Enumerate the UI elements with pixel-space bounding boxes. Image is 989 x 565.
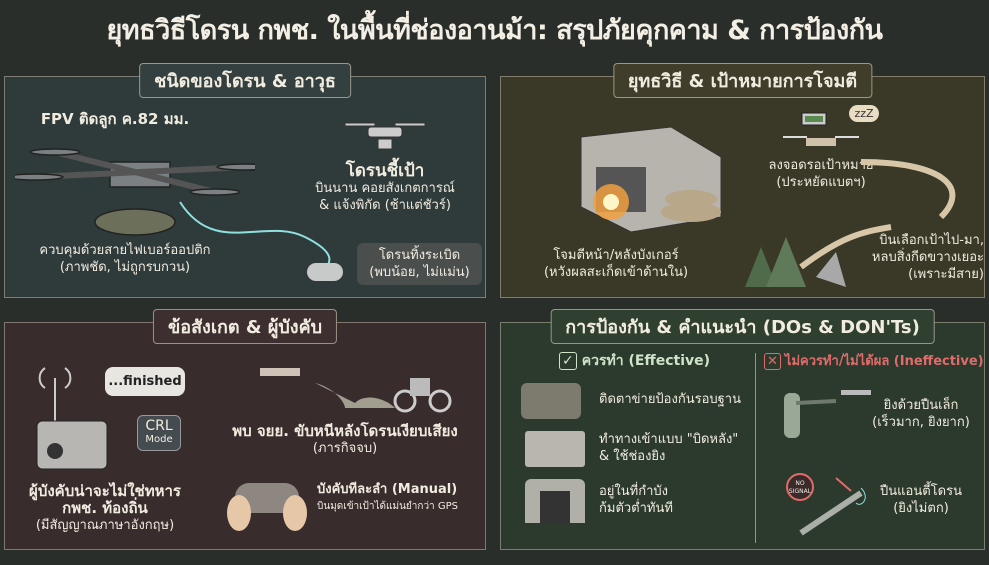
do-header: ✓ควรทำ (Effective) [559,352,759,370]
mode-label: Mode [145,434,173,445]
no-signal-icon: NO SIGNAL [786,473,814,501]
perch-line2: (ประหยัดแบตฯ) [776,175,866,190]
panel-heading: การป้องกัน & คำแนะนำ (DOs & DON'Ts) [550,309,935,344]
spotter-desc-line2: & แจ้งพิกัด (ช้าแต่ชัวร์) [319,198,451,213]
zzz-bubble: zzZ [849,105,879,122]
flight-path-arrows [745,159,956,287]
panel-drone-types: ชนิดของโดรน & อาวุธ FPV ติดลูก ค.82 มม. … [4,63,486,298]
panel-defense: การป้องกัน & คำแนะนำ (DOs & DON'Ts) ✓ควร… [500,309,985,550]
panel-heading: ข้อสังเกต & ผู้บังคับ [152,309,338,344]
spotter-desc-line1: บินนาน คอยสังเกตการณ์ [315,181,455,196]
drone-and-motorcycle-icon [260,368,452,413]
crl-label: CRL [145,418,173,434]
do-item-2-line2: & ใช้ช่องยิง [599,449,666,464]
speech-bubble: ...finished [105,367,185,396]
motorcycle-line2: (ภารกิจจบ) [312,441,378,456]
soldier-shooting-icon [784,390,871,438]
bomber-title: โดรนทิ้งระเบิด [378,248,461,263]
dont-item-1: ยิงด้วยปืนเล็ก (เร็วมาก, ยิงยาก) [861,397,981,431]
divider [755,353,756,543]
dont-item-2-line2: (ยิงไม่ตก) [893,501,949,516]
do-item-2: ทำทางเข้าแบบ "บิดหลัง" & ใช้ช่องยิง [599,431,759,465]
fpv-desc: ควบคุมด้วยสายไฟเบอร์ออปติก (ภาพชัด, ไม่ถู… [5,242,245,276]
spotter-drone-icon [344,122,426,150]
fpv-drone-icon [15,148,255,236]
do-item-3: อยู่ในที่กำบังก้มตัวต่ำทันที [599,483,759,517]
bunker-icon [580,126,722,233]
radio-icon [36,367,108,470]
bunker-line2: (หวังผลสะเก็ดเข้าด้านใน) [543,265,689,280]
panel-heading: ชนิดของโดรน & อาวุธ [139,63,351,98]
motorcycle-line1: พบ จยย. ขับหนีหลังโดรนเงียบเสียง [232,422,458,440]
angled-entrance-icon [525,431,585,467]
fly-text: บินเลือกเป้าไป-มา, หลบสิ่งกีดขวางเยอะ (เพร… [856,232,984,283]
manual-line2: บินมุดเข้าเป้าได้แม่นยำกว่า GPS [317,501,458,512]
dont-item-1-line2: (เร็วมาก, ยิงยาก) [872,415,970,430]
motorcycle-text: พบ จยย. ขับหนีหลังโดรนเงียบเสียง(ภารกิจจ… [220,423,470,457]
fly-line3: (เพราะมีสาย) [908,267,984,282]
perch-line1: ลงจอดรอเป้าหมาย [768,158,874,173]
dont-header: ✕ไม่ควรทำ/ไม่ได้ผล (Ineffective) [764,353,989,370]
bunker-attack-text: โจมตีหน้า/หลังบังเกอร์ (หวังผลสะเก็ดเข้าด… [511,247,721,281]
dont-item-2-line1: ปืนแอนตี้โดรน [880,484,962,499]
do-item-2-line1: ทำทางเข้าแบบ "บิดหลัง" [599,432,739,447]
checkbox-x-icon: ✕ [764,353,781,370]
fly-line2: หลบสิ่งกีดขวางเยอะ [871,250,984,265]
operator-text: ผู้บังคับน่าจะไม่ใช่ทหารกพช. ท้องถิ่น(มี… [5,483,205,534]
fpv-desc-line2: (ภาพชัด, ไม่ถูกรบกวน) [59,260,191,275]
do-item-1: ติดตาข่ายป้องกันรอบฐาน [599,392,741,407]
manual-line1: บังคับทีละลำ (Manual) [317,482,458,497]
perched-drone-icon [783,136,859,146]
spotter-title: โดรนชี้เป้า [345,161,425,181]
fly-line1: บินเลือกเป้าไป-มา, [879,233,984,248]
shelter-icon [525,479,585,523]
panel-tactics: ยุทธวิธี & เป้าหมายการโจมตี โจมตีหน้า/หล… [500,63,985,298]
fpv-title: FPV ติดลูก ค.82 มม. [40,110,190,128]
spotter-info: โดรนชี้เป้าบินนาน คอยสังเกตการณ์ & แจ้งพิ… [295,163,475,214]
anti-drone-gun-icon [799,477,866,536]
operator-line1: ผู้บังคับน่าจะไม่ใช่ทหาร [29,482,181,500]
do-header-label: ควรทำ (Effective) [581,353,711,369]
perch-text: ลงจอดรอเป้าหมาย (ประหยัดแบตฯ) [746,157,896,191]
bomber-desc: (พบน้อย, ไม่แม่น) [369,265,470,280]
gamepad-icon [307,263,343,281]
operator-line2: กพช. ท้องถิ่น [62,499,148,517]
manual-text: บังคับทีละลำ (Manual) บินมุดเข้าเป้าได้แม… [317,481,487,515]
hands-controller-icon [227,483,307,531]
panel-heading: ยุทธวิธี & เป้าหมายการโจมตี [612,63,873,98]
dont-item-1-line1: ยิงด้วยปืนเล็ก [883,398,959,413]
bomber-drone-box: โดรนทิ้งระเบิด (พบน้อย, ไม่แม่น) [357,243,482,285]
fpv-desc-line1: ควบคุมด้วยสายไฟเบอร์ออปติก [39,243,211,258]
do-item-3-line2: ก้มตัวต่ำทันที [599,501,673,516]
bunker-line1: โจมตีหน้า/หลังบังเกอร์ [553,248,679,263]
battery-icon [801,112,827,126]
dont-item-2: ปืนแอนตี้โดรน (ยิงไม่ตก) [861,483,981,517]
operator-line3: (มีสัญญาณภาษาอังกฤษ) [35,518,175,533]
page-title: ยุทธวิธีโดรน กพช. ในพื้นที่ช่องอานม้า: ส… [106,15,883,46]
net-bunker-icon [521,383,581,419]
dont-header-label: ไม่ควรทำ/ไม่ได้ผล (Ineffective) [784,354,984,369]
do-item-3-line1: อยู่ในที่กำบัง [599,484,668,499]
checkbox-checked-icon: ✓ [559,352,577,370]
